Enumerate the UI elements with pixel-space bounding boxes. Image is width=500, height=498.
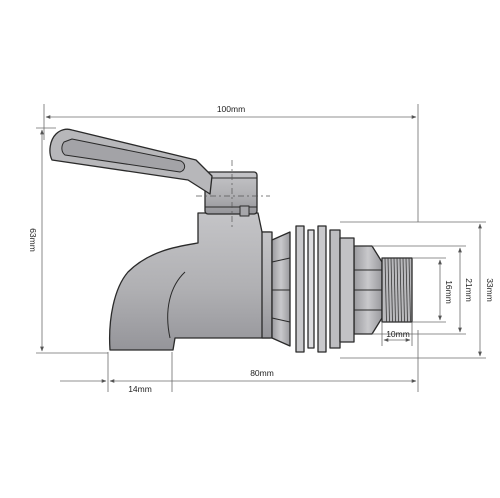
thread-ridge (402, 257, 405, 323)
label-spout-width: 14mm (128, 384, 152, 394)
hex-nut-left (271, 231, 291, 347)
thread-ridge (399, 257, 402, 323)
handle-grip-recess (61, 138, 186, 173)
thread-ridge (390, 257, 393, 323)
body-neck (261, 231, 273, 339)
center-lines (196, 160, 270, 230)
label-thread-diameter: 16mm (444, 280, 454, 304)
flange-washer-3 (317, 225, 327, 353)
label-spout-to-thread: 80mm (250, 368, 274, 378)
thread-ridge (387, 257, 390, 323)
thread-ridge (384, 257, 387, 323)
thread-lines (384, 257, 411, 323)
thread-ridge (393, 257, 396, 323)
thread-ridge (396, 257, 399, 323)
valve-cap (204, 171, 258, 215)
set-screw (239, 205, 250, 217)
thread-ridge (408, 257, 411, 323)
flange-washer-1 (295, 225, 305, 353)
label-flange-height: 33mm (485, 278, 495, 302)
thread-ridge (405, 257, 408, 323)
flange-washer-4 (329, 229, 341, 349)
faucet-body (49, 128, 413, 353)
label-thread-length: 10mm (386, 329, 410, 339)
label-nut-height: 21mm (464, 278, 474, 302)
dimension-lines (36, 104, 486, 392)
label-overall-length: 100mm (217, 104, 245, 114)
flange-washer-2 (307, 229, 315, 349)
label-overall-height: 63mm (28, 228, 38, 252)
faucet-spout (108, 212, 271, 351)
spout-contour (167, 271, 186, 339)
